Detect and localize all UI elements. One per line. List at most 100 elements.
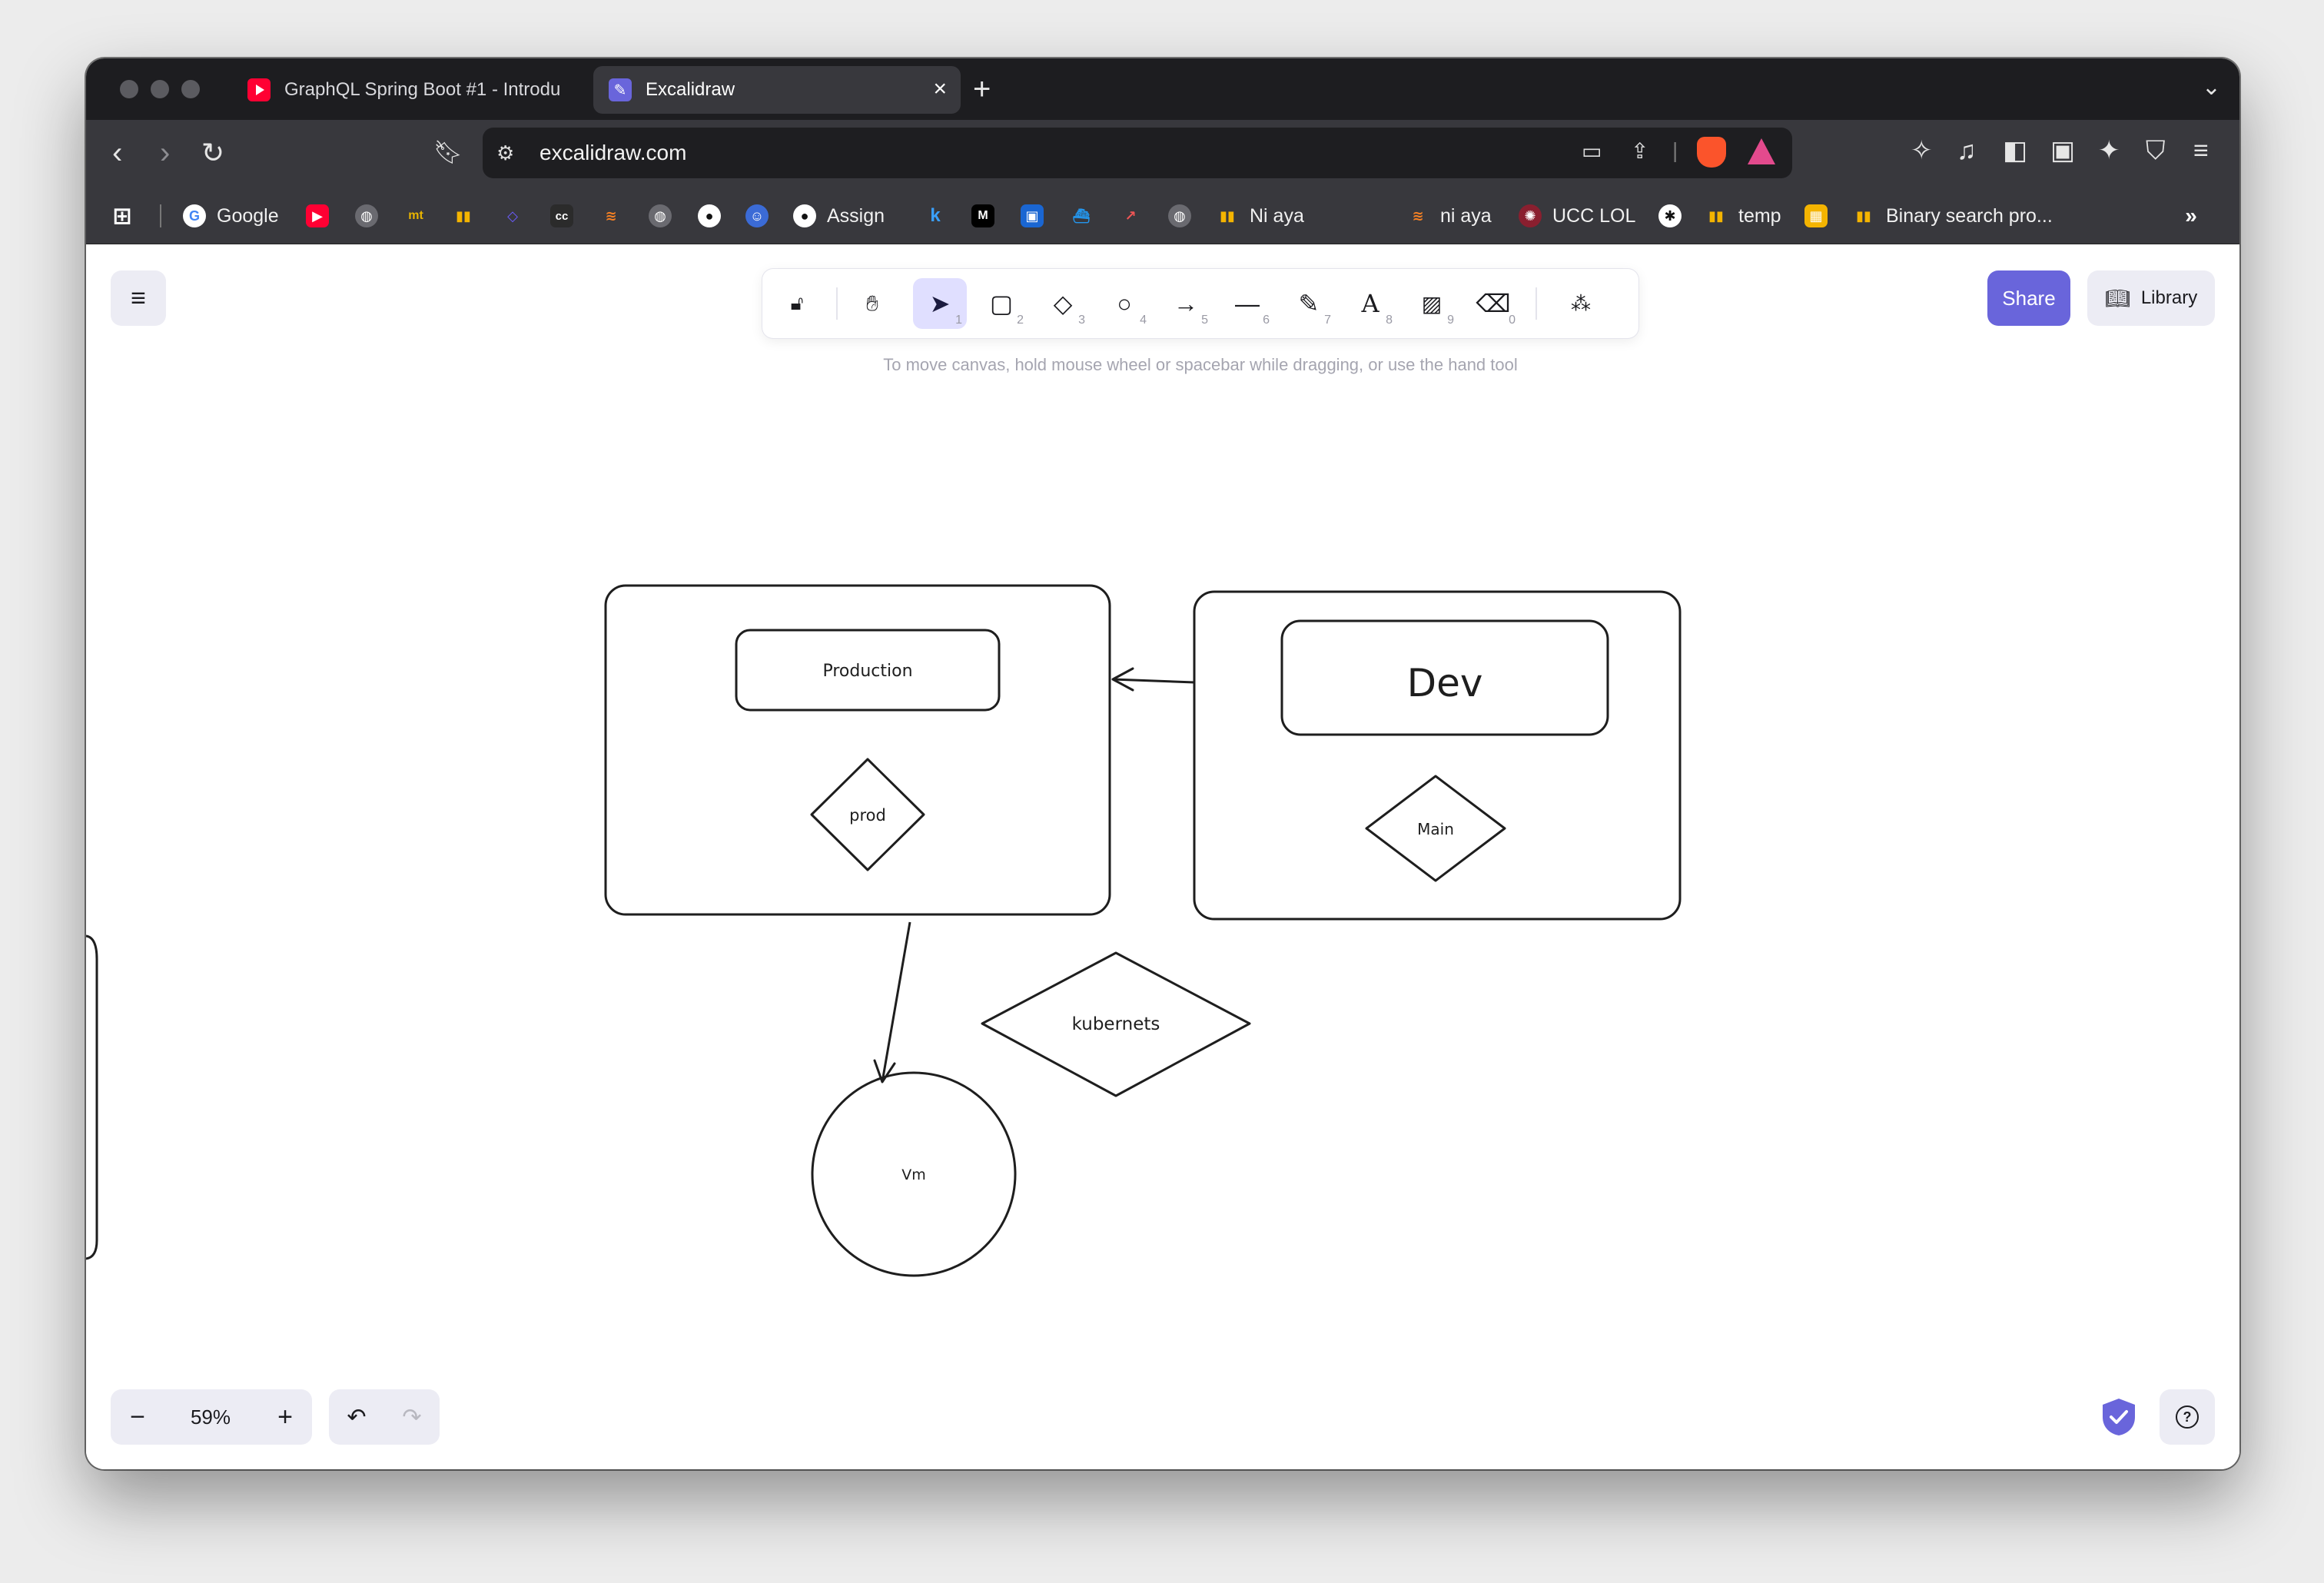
bookmark-k[interactable]: k: [924, 201, 947, 231]
bookmark-ucc-lol[interactable]: ✺UCC LOL: [1519, 201, 1635, 231]
brave-rewards-icon[interactable]: [1748, 138, 1775, 164]
extra-tools-button[interactable]: ⁂: [1554, 278, 1608, 329]
rectangle-tool-button[interactable]: ▢2: [974, 278, 1028, 329]
lock-open-icon: 🔓︎: [790, 291, 804, 314]
bookmark-leetcode[interactable]: ▣: [1021, 201, 1044, 231]
apps-grid-icon[interactable]: ⊞: [112, 203, 132, 229]
window-close-dot[interactable]: [120, 80, 138, 98]
cast-icon[interactable]: ▭: [1582, 139, 1602, 163]
tab-excalidraw[interactable]: ✎ Excalidraw ×: [593, 66, 961, 114]
bookmark-classroom[interactable]: ▦: [1804, 201, 1828, 231]
back-icon[interactable]: ‹: [112, 136, 123, 170]
sidebar-icon[interactable]: ◧: [2003, 136, 2028, 165]
site-settings-icon[interactable]: ⚙: [496, 141, 515, 164]
help-button[interactable]: ?: [2160, 1389, 2215, 1445]
music-icon[interactable]: ♫: [1957, 136, 1977, 165]
bookmark-youtube[interactable]: ▶: [306, 201, 329, 231]
bookmark-ni-aya-2[interactable]: ≋ni aya: [1406, 201, 1491, 231]
prod-diamond[interactable]: [810, 758, 925, 871]
vpn-shield-icon[interactable]: ⛉: [2146, 136, 2166, 165]
eraser-tool-button[interactable]: ⌫0: [1466, 278, 1520, 329]
lock-tool-button[interactable]: 🔓︎: [770, 278, 824, 329]
extensions-icon[interactable]: ✧: [1911, 136, 1933, 165]
dev-box[interactable]: [1280, 619, 1609, 736]
selection-tool-button[interactable]: ➤1: [913, 278, 967, 329]
leo-ai-icon[interactable]: ✦: [2098, 136, 2120, 165]
bookmark-globe-1[interactable]: ◍: [355, 201, 378, 231]
bookmark-m[interactable]: M: [971, 201, 994, 231]
vm-label[interactable]: Vm: [901, 1167, 926, 1183]
m-icon: M: [971, 204, 994, 227]
wallet-icon[interactable]: ▣: [2050, 136, 2076, 165]
production-frame[interactable]: [604, 584, 1111, 916]
menu-icon[interactable]: ≡: [2193, 136, 2209, 165]
bookmark-analytics-1[interactable]: ▮▮: [452, 201, 475, 231]
close-tab-icon[interactable]: ×: [933, 76, 947, 101]
zoom-in-button[interactable]: +: [277, 1402, 293, 1432]
bookmark-temp[interactable]: ▮▮temp: [1705, 201, 1781, 231]
bookmark-ni-aya-1[interactable]: ▮▮Ni aya: [1216, 201, 1304, 231]
main-menu-button[interactable]: ≡: [111, 270, 166, 326]
bookmark-github[interactable]: ●: [698, 201, 721, 231]
bookmark-cc[interactable]: cc: [550, 201, 573, 231]
more-bookmarks-icon[interactable]: »: [2185, 204, 2197, 227]
circle-icon: ○: [1117, 289, 1132, 317]
main-diamond[interactable]: [1365, 775, 1506, 882]
reload-icon[interactable]: ↻: [201, 137, 225, 168]
encryption-shield-icon[interactable]: [2100, 1397, 2138, 1437]
window-minimize-dot[interactable]: [151, 80, 169, 98]
kubernets-diamond[interactable]: [981, 951, 1251, 1097]
library-button[interactable]: 📖︎Library: [2087, 270, 2215, 326]
bookmark-docker[interactable]: ⛴: [1070, 201, 1093, 231]
bookmark-globe-2[interactable]: ◍: [649, 201, 672, 231]
bookmark-assign[interactable]: ●Assign: [793, 201, 885, 231]
ellipse-tool-button[interactable]: ○4: [1097, 278, 1151, 329]
dev-label[interactable]: Dev: [1407, 661, 1483, 705]
bookmark-globe-3[interactable]: ◍: [1168, 201, 1191, 231]
main-label[interactable]: Main: [1417, 820, 1454, 838]
redo-button[interactable]: ↷: [384, 1389, 440, 1445]
offscreen-shape[interactable]: [86, 934, 98, 1260]
zoom-out-button[interactable]: −: [130, 1402, 145, 1432]
bookmark-avatar[interactable]: ☺: [745, 201, 769, 231]
brave-shields-icon[interactable]: [1697, 137, 1726, 168]
dev-to-production-arrow[interactable]: [1112, 678, 1195, 684]
share-button[interactable]: Share: [1987, 270, 2070, 326]
production-to-vm-arrow[interactable]: [881, 921, 911, 1083]
bookmark-mt[interactable]: mt: [404, 201, 427, 231]
dev-frame[interactable]: [1193, 590, 1682, 921]
prod-label[interactable]: prod: [849, 806, 886, 825]
address-bar[interactable]: ⚙ excalidraw.com ▭ ⇪ |: [483, 128, 1792, 178]
share-page-icon[interactable]: ⇪: [1631, 139, 1649, 163]
arrow-right-icon: →: [1174, 289, 1198, 317]
bookmark-openai[interactable]: ✱: [1658, 201, 1682, 231]
arrow-tool-button[interactable]: →5: [1159, 278, 1213, 329]
window-zoom-dot[interactable]: [181, 80, 200, 98]
line-tool-button[interactable]: —6: [1220, 278, 1274, 329]
undo-button[interactable]: ↶: [329, 1389, 384, 1445]
chevron-down-icon[interactable]: ⌄: [2201, 75, 2221, 100]
bookmark-chart[interactable]: ↗: [1119, 201, 1142, 231]
kubernets-label[interactable]: kubernets: [1072, 1014, 1160, 1034]
draw-tool-button[interactable]: ✎7: [1282, 278, 1336, 329]
excalidraw-canvas[interactable]: Production prod Dev Main kubernets Vm: [86, 244, 2239, 1469]
bookmark-binary-search[interactable]: ▮▮Binary search pro...: [1852, 201, 2053, 231]
bookmark-icon[interactable]: 🔖︎: [433, 140, 463, 165]
tab-graphql-video[interactable]: GraphQL Spring Boot #1 - Introdu: [232, 66, 664, 114]
bookmark-label: Ni aya: [1250, 204, 1304, 227]
zoom-level[interactable]: 59%: [190, 1405, 231, 1429]
bookmark-stack[interactable]: ≋: [599, 201, 622, 231]
production-label[interactable]: Production: [822, 662, 912, 681]
forward-icon[interactable]: ›: [160, 136, 171, 170]
production-box[interactable]: [735, 629, 1001, 712]
k-icon: k: [930, 205, 941, 226]
hand-tool-button[interactable]: ✋︎: [845, 278, 899, 329]
tab-strip: GraphQL Spring Boot #1 - Introdu ✎ Excal…: [86, 58, 2239, 120]
image-tool-button[interactable]: ▨9: [1405, 278, 1459, 329]
new-tab-icon[interactable]: +: [973, 72, 991, 106]
diamond-tool-button[interactable]: ◇3: [1036, 278, 1090, 329]
bookmark-code[interactable]: ◇: [501, 201, 524, 231]
vm-circle[interactable]: [811, 1071, 1017, 1277]
